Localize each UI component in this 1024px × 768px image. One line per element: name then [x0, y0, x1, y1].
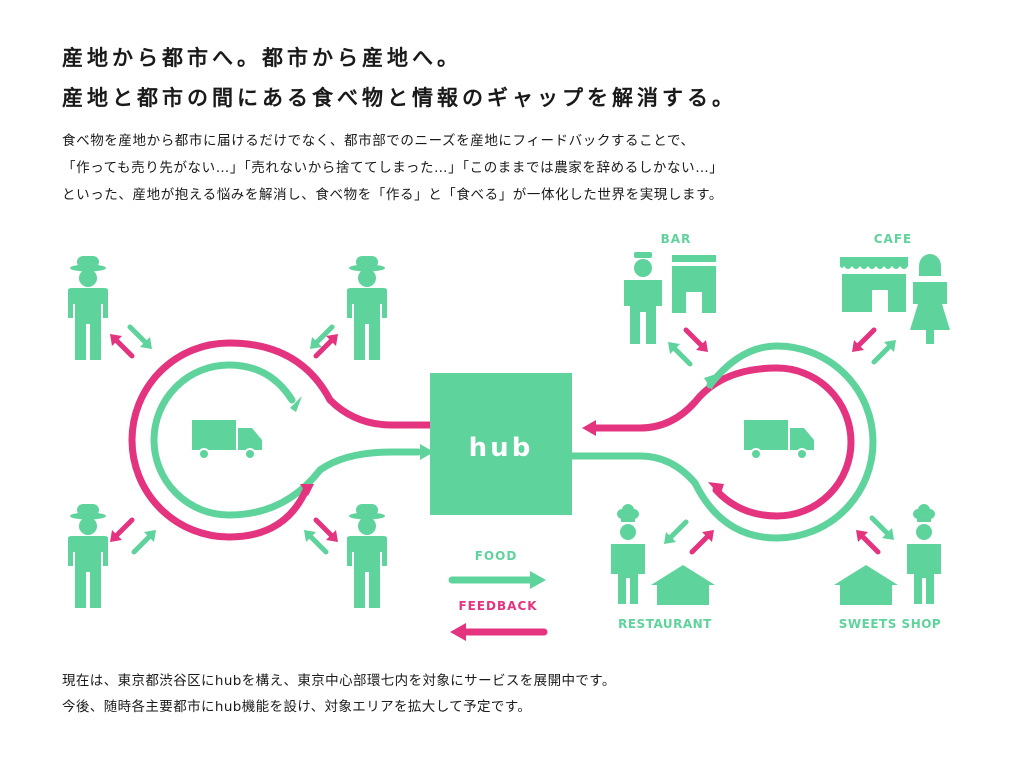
sweets-shop-building-icon: [834, 565, 898, 605]
bar-label: BAR: [661, 232, 692, 246]
farmer-top-left-icon: [68, 256, 108, 360]
farmer-top-right-icon: [347, 256, 387, 360]
hub-label: hub: [469, 433, 534, 463]
footer-line-2: 今後、随時各主要都市にhub機能を設け、対象エリアを拡大して予定です。: [62, 699, 532, 715]
legend-feedback-label: FEEDBACK: [458, 599, 537, 613]
restaurant-building-icon: [651, 565, 715, 605]
farmer-bottom-right-icon: [347, 504, 387, 608]
description-line-1: 食べ物を産地から都市に届けるだけでなく、都市部でのニーズを産地にフィードバックす…: [62, 133, 695, 149]
legend: FOOD FEEDBACK: [448, 549, 548, 641]
cafe-staff-icon: [910, 254, 950, 344]
sweets-shop-chef-icon: [907, 504, 941, 604]
footer-text: 現在は、東京都渋谷区にhubを構え、東京中心部環七内を対象にサービスを展開中です…: [62, 668, 616, 720]
description-line-2: 「作っても売り先がない…」「売れないから捨ててしまった…」「このままでは農家を辞…: [62, 160, 724, 176]
restaurant-chef-icon: [611, 504, 645, 604]
headline: 産地から都市へ。都市から産地へ。 産地と都市の間にある食べ物と情報のギャップを解…: [62, 38, 737, 118]
cafe-label: CAFE: [874, 232, 913, 246]
hub-box: [430, 373, 572, 515]
footer-line-1: 現在は、東京都渋谷区にhubを構え、東京中心部環七内を対象にサービスを展開中です…: [62, 673, 616, 689]
left-food-arrowhead: [420, 444, 434, 460]
description: 食べ物を産地から都市に届けるだけでなく、都市部でのニーズを産地にフィードバックす…: [62, 128, 723, 209]
right-truck-icon: [744, 420, 814, 460]
bar-building-icon: [672, 255, 716, 313]
bar-staff-icon: [624, 252, 662, 344]
sweets-shop-label: SWEETS SHOP: [839, 617, 941, 631]
cafe-building-icon: [840, 257, 908, 312]
description-line-3: といった、産地が抱える悩みを解消し、食べ物を「作る」と「食べる」が一体化した世界…: [62, 187, 723, 203]
consumption-loop: [568, 342, 877, 542]
headline-line-1: 産地から都市へ。都市から産地へ。: [62, 46, 462, 70]
production-loop: [128, 339, 434, 541]
left-feedback-path: [128, 339, 434, 444]
left-truck-icon: [192, 420, 262, 460]
restaurant-label: RESTAURANT: [618, 617, 712, 631]
headline-line-2: 産地と都市の間にある食べ物と情報のギャップを解消する。: [62, 86, 737, 110]
legend-food-label: FOOD: [475, 549, 518, 563]
farmer-bottom-left-icon: [68, 504, 108, 608]
